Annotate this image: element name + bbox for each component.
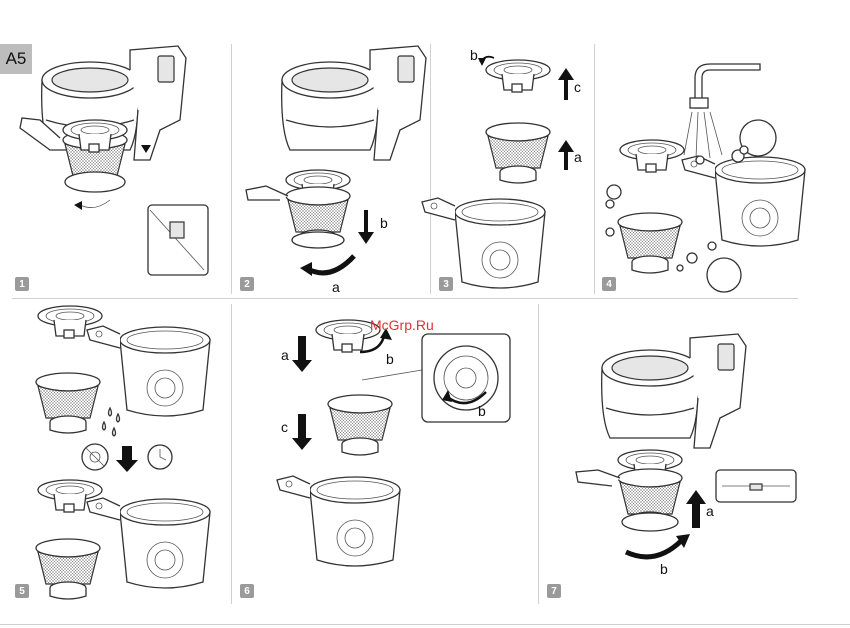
step-number-3: 3 bbox=[439, 277, 453, 291]
panel-3-illustration: b c a bbox=[422, 47, 582, 288]
step-number-7: 7 bbox=[547, 584, 561, 598]
panel-7-illustration: a b bbox=[576, 334, 796, 577]
step-number-5: 5 bbox=[15, 584, 29, 598]
step3-label-b: b bbox=[470, 47, 478, 63]
step-number-1: 1 bbox=[15, 277, 29, 291]
panel-2-illustration: b a bbox=[246, 46, 426, 295]
step7-label-a: a bbox=[706, 503, 714, 519]
step-number-2: 2 bbox=[240, 277, 254, 291]
step6-label-b: b bbox=[386, 351, 394, 367]
step6-label-c: c bbox=[281, 419, 288, 435]
no-sun-drying-icon bbox=[82, 444, 108, 470]
step3-label-a: a bbox=[574, 149, 582, 165]
step7-label-b: b bbox=[660, 561, 668, 577]
clock-icon bbox=[148, 445, 172, 469]
step6-label-a: a bbox=[281, 347, 289, 363]
step-number-6: 6 bbox=[240, 584, 254, 598]
step-number-4: 4 bbox=[602, 277, 616, 291]
panel-4-illustration bbox=[606, 64, 805, 292]
watermark: McGrp.Ru bbox=[370, 317, 434, 333]
step2-label-a: a bbox=[332, 279, 340, 295]
panel-1-illustration bbox=[20, 46, 208, 275]
step3-label-c: c bbox=[574, 79, 581, 95]
step6-detail-label-b: b bbox=[478, 403, 486, 419]
panel-6-illustration: a b c b bbox=[277, 320, 510, 566]
panel-5-illustration bbox=[36, 306, 210, 599]
step2-label-b: b bbox=[380, 215, 388, 231]
